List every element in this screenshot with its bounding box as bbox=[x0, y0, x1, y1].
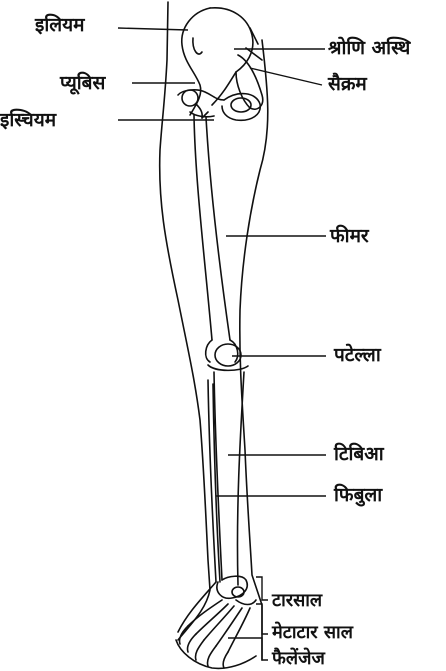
ilium-inner bbox=[193, 38, 202, 54]
sacrum-label: सैक्रम bbox=[328, 73, 367, 95]
metatarsal-label: मेटाटार साल bbox=[272, 622, 353, 644]
leg-outline-left bbox=[160, 2, 210, 640]
metatarsal-bones bbox=[188, 600, 250, 652]
ilium-leader bbox=[118, 28, 188, 30]
foot-outline bbox=[178, 582, 216, 632]
femur-label: फीमर bbox=[330, 225, 369, 247]
patella-label: पटेल्ला bbox=[334, 344, 381, 366]
femur-condyle bbox=[206, 340, 238, 362]
tibia-label: टिबिआ bbox=[334, 443, 384, 465]
ilium-bone bbox=[182, 8, 210, 115]
sacrum-leader bbox=[250, 68, 322, 85]
pubis-label: प्यूबिस bbox=[60, 72, 105, 94]
ilium-label: इलियम bbox=[35, 14, 85, 36]
pelvic-bone-label: श्रोणि अस्थि bbox=[328, 37, 410, 59]
phalanges-label: फैलेंजेज bbox=[272, 648, 325, 670]
tarsal-label: टारसाल bbox=[272, 590, 322, 612]
metatarsal-bracket bbox=[256, 604, 268, 634]
ischium-label: इस्चियम bbox=[0, 109, 56, 131]
femur-shaft-left bbox=[194, 115, 212, 340]
phalanges-bones bbox=[179, 626, 228, 668]
leg-outline-right bbox=[240, 40, 268, 660]
fibula-label: फिबुला bbox=[334, 484, 382, 506]
tarsal-bracket bbox=[256, 577, 268, 600]
